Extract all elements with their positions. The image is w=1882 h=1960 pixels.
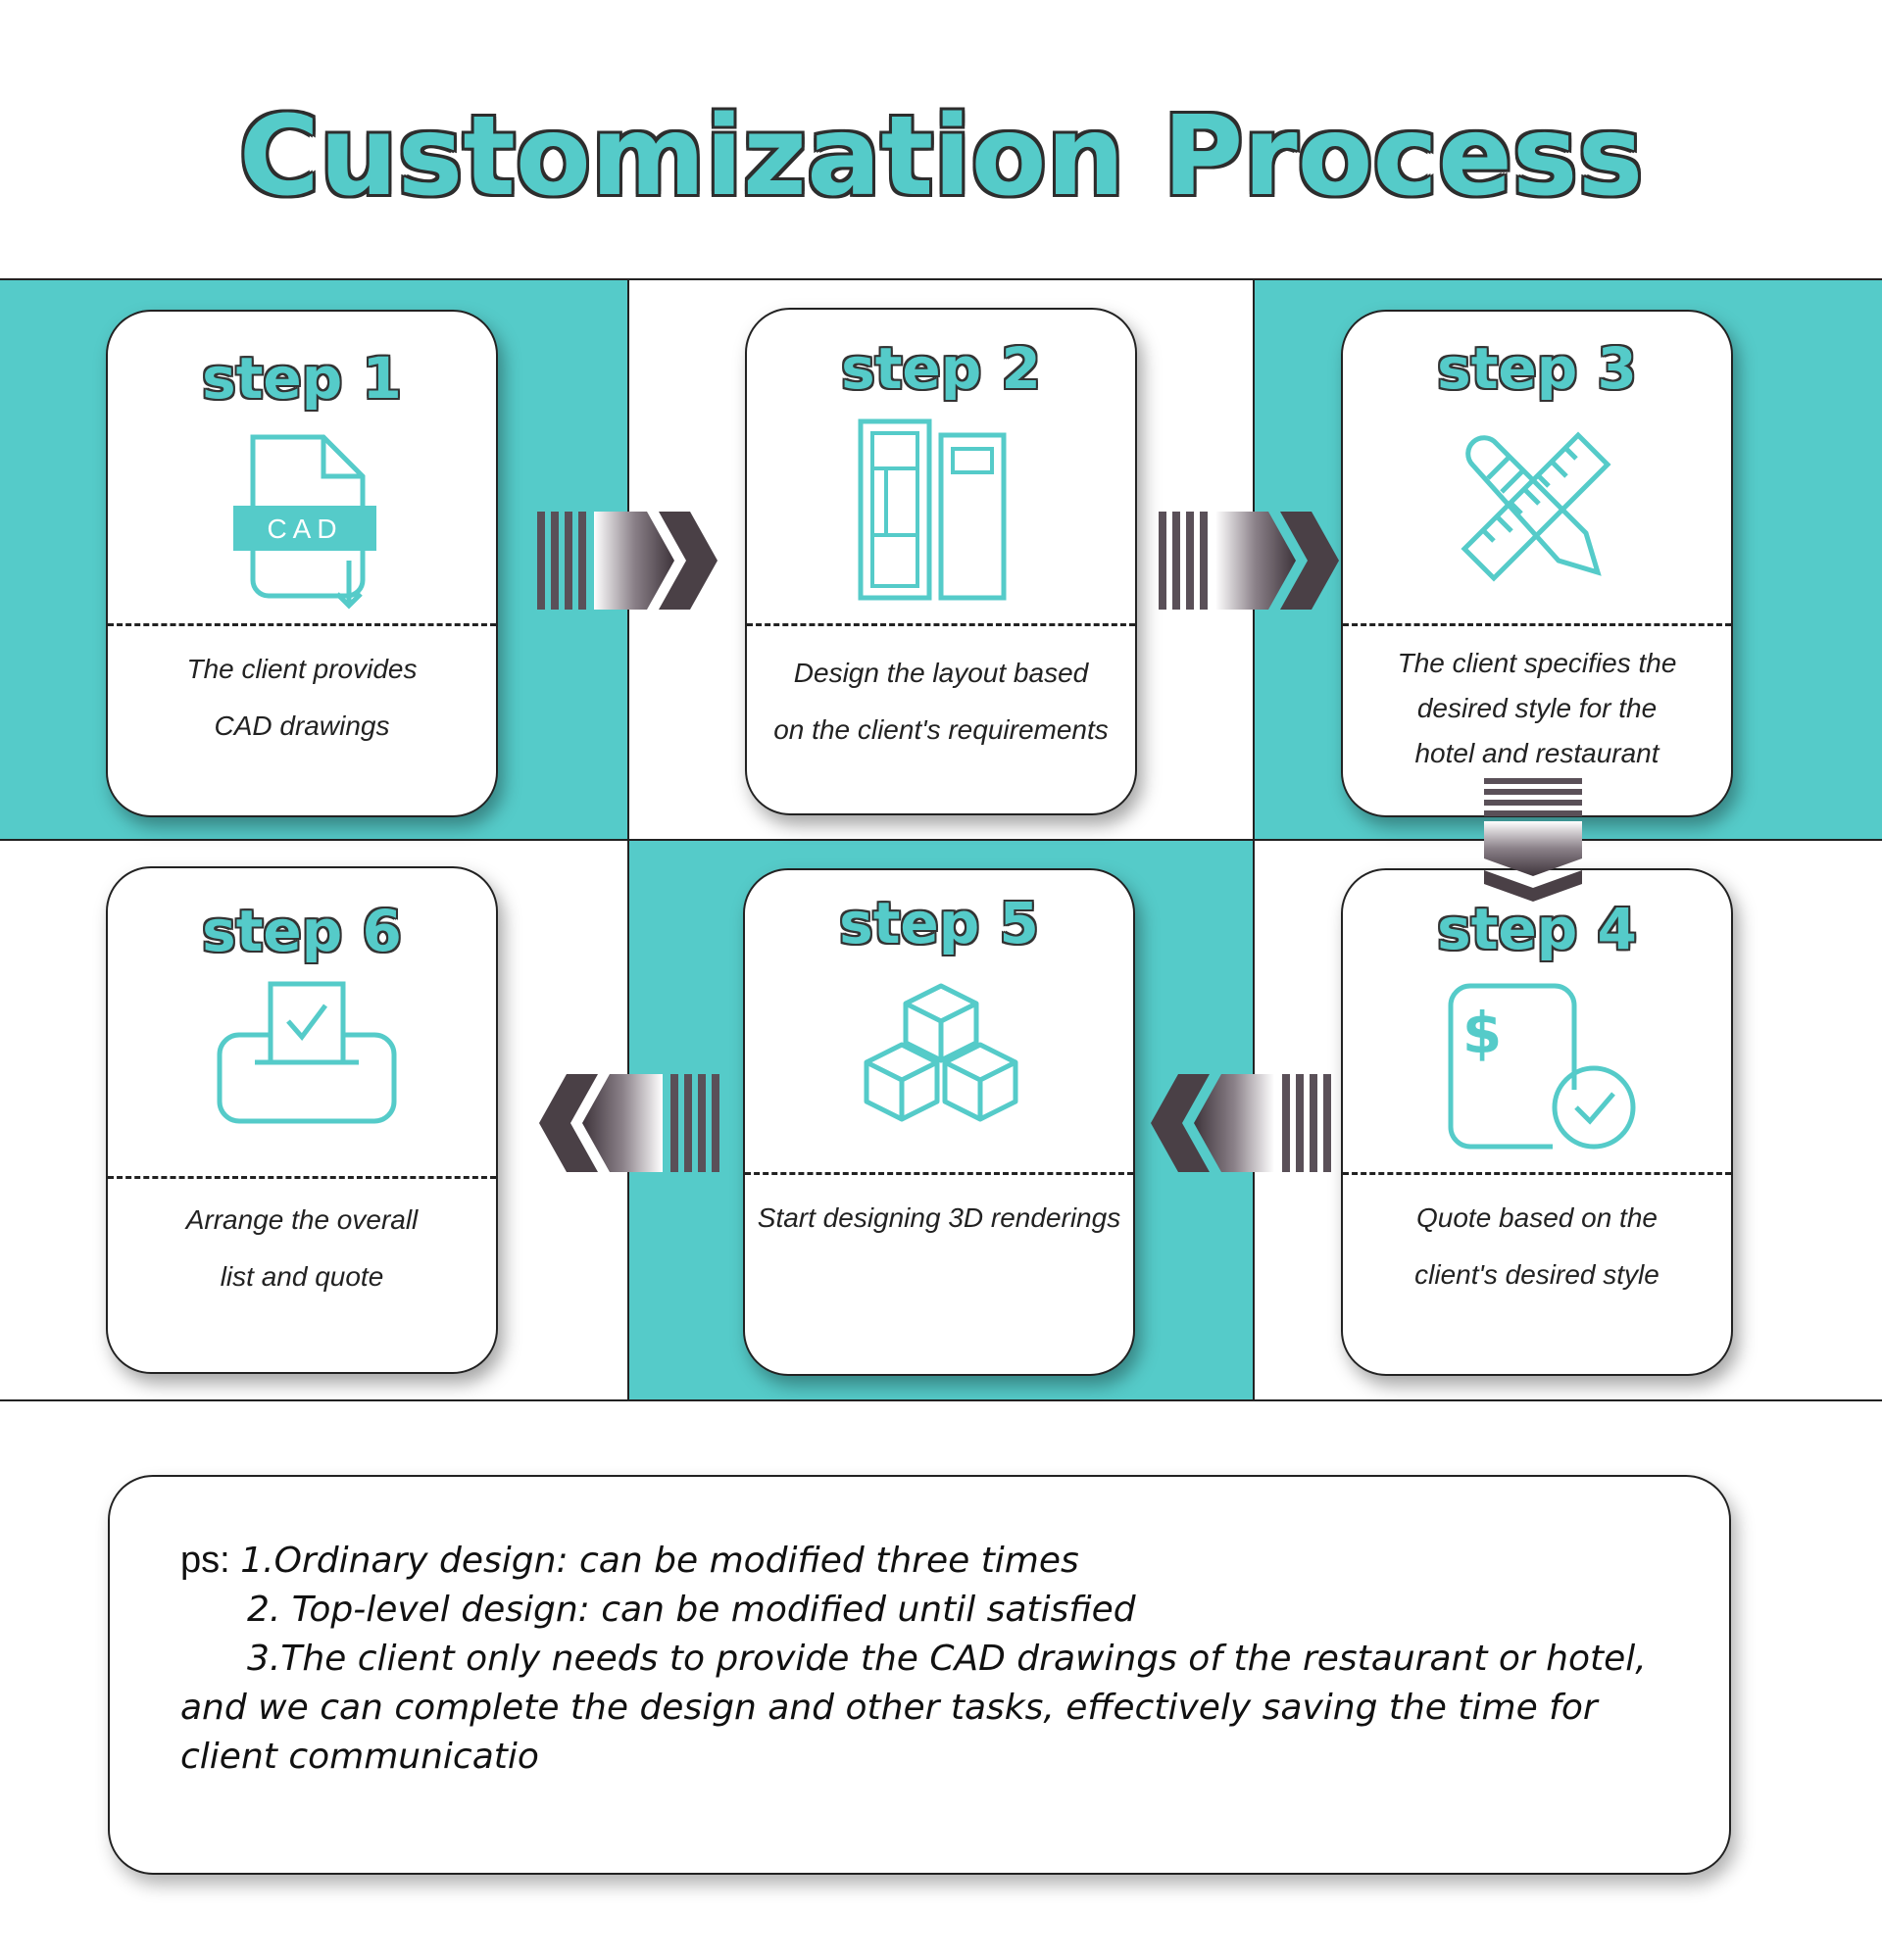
step-card-2: step 2 Design the layout based on the cl… xyxy=(745,308,1137,815)
divider xyxy=(745,1172,1133,1175)
step-description: Quote based on the client's desired styl… xyxy=(1414,1202,1659,1290)
step-description: Arrange the overall list and quote xyxy=(185,1204,419,1292)
divider xyxy=(1343,623,1731,626)
step-label: step 2 xyxy=(841,335,1041,402)
divider xyxy=(747,623,1135,626)
arrow-step3-to-step4-icon xyxy=(1484,778,1582,902)
arrow-step5-to-step6-icon xyxy=(539,1074,719,1172)
ballot-box-icon xyxy=(217,981,397,1124)
arrow-step2-to-step3-icon xyxy=(1159,512,1339,610)
step-card-4: step 4 $ Quote based on the client's des… xyxy=(1341,868,1733,1376)
step-label: step 1 xyxy=(202,345,402,412)
step-description: The client provides CAD drawings xyxy=(186,654,418,741)
note-line-1: ps: 1.Ordinary design: can be modified t… xyxy=(180,1540,1079,1581)
dollar-symbol: $ xyxy=(1462,1000,1502,1066)
page-title: Customization Process xyxy=(238,93,1644,220)
note-line-5: client communicatio xyxy=(180,1737,539,1777)
step-card-6: step 6 Arrange the overall list and quot… xyxy=(106,866,498,1374)
step-description: Design the layout based on the client's … xyxy=(773,658,1109,745)
pencil-ruler-icon xyxy=(1461,431,1611,582)
step-label: step 4 xyxy=(1437,896,1637,962)
layout-plan-icon xyxy=(858,418,1007,601)
step-description: Start designing 3D renderings xyxy=(757,1202,1121,1233)
divider xyxy=(108,1176,496,1179)
cad-file-icon: CAD xyxy=(233,434,376,610)
divider xyxy=(1343,1172,1731,1175)
step-description: The client specifies the desired style f… xyxy=(1397,648,1677,768)
divider xyxy=(108,623,496,626)
notes-box: ps: 1.Ordinary design: can be modified t… xyxy=(108,1475,1731,1875)
step-label: step 6 xyxy=(202,898,402,964)
note-prefix: ps: xyxy=(180,1540,241,1581)
step-card-1: step 1 CAD The client provides CAD drawi… xyxy=(106,310,498,817)
arrow-step1-to-step2-icon xyxy=(537,512,718,610)
step-label: step 3 xyxy=(1437,335,1637,402)
step-card-3: step 3 The client specifies the desired … xyxy=(1341,310,1733,817)
notes-text: ps: 1.Ordinary design: can be modified t… xyxy=(180,1536,1709,1782)
step-label: step 5 xyxy=(839,890,1039,956)
step-card-5: step 5 Start designing 3D renderings xyxy=(743,868,1135,1376)
note-line-3: 3.The client only needs to provide the C… xyxy=(247,1639,1647,1679)
note-line-4: and we can complete the design and other… xyxy=(180,1688,1598,1728)
arrow-step4-to-step5-icon xyxy=(1151,1074,1331,1172)
cubes-icon xyxy=(864,983,1018,1122)
dollar-check-icon: $ xyxy=(1448,983,1636,1150)
note-line-2: 2. Top-level design: can be modified unt… xyxy=(247,1590,1136,1630)
cad-label: CAD xyxy=(267,514,342,544)
